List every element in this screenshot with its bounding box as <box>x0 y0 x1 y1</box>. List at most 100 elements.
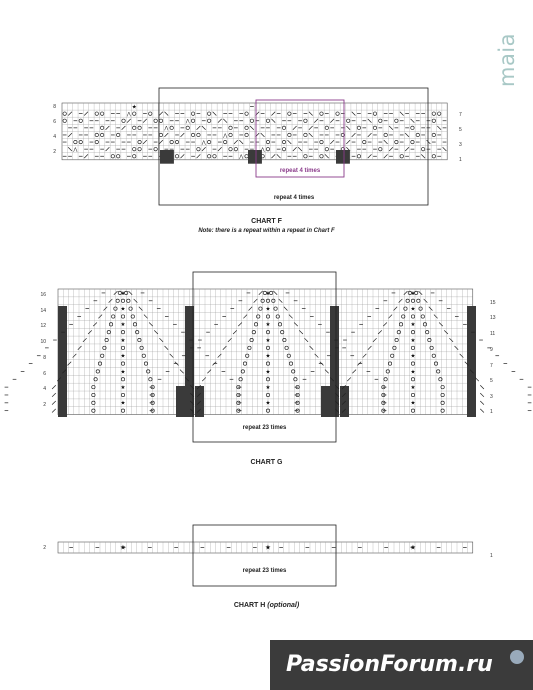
ssk-symbol <box>351 111 356 116</box>
yarn-over-symbol <box>137 139 142 145</box>
yarn-over-symbol <box>410 392 416 398</box>
ssk-symbol <box>249 125 255 130</box>
ssk-symbol <box>164 345 169 350</box>
k2tog-symbol <box>308 125 313 130</box>
ssk-symbol <box>169 353 174 358</box>
yarn-over-symbol <box>94 111 99 116</box>
yarn-over-symbol <box>378 147 383 152</box>
yarn-over-symbol <box>132 147 137 152</box>
k2tog-symbol <box>121 125 126 130</box>
star-symbol: ★ <box>121 291 126 297</box>
yarn-over-symbol <box>228 147 233 152</box>
k2tog-symbol <box>237 322 243 327</box>
yarn-over-symbol <box>174 154 180 159</box>
k2tog-symbol <box>142 118 148 123</box>
yarn-over-symbol <box>62 118 67 123</box>
star-symbol: ★ <box>132 103 137 110</box>
yarn-over-symbol <box>271 298 276 303</box>
ssk-symbol <box>459 353 464 358</box>
chart-h-caption-main: CHART H <box>233 602 266 609</box>
yarn-over-symbol <box>403 306 408 311</box>
star-symbol: ★ <box>266 338 271 344</box>
k2tog-symbol <box>330 139 335 145</box>
yarn-over-symbol <box>120 314 126 319</box>
ssk-symbol <box>283 306 288 311</box>
watermark-dot-icon <box>510 650 524 664</box>
chart-f-row-6: 6 <box>53 119 56 125</box>
chart-f-row-4: 4 <box>53 134 56 140</box>
k2tog-symbol <box>367 154 372 159</box>
yarn-over-symbol <box>228 125 233 130</box>
yarn-over-symbol <box>281 147 287 152</box>
k2tog-symbol <box>212 361 217 366</box>
yarn-over-symbol <box>124 290 129 295</box>
star-symbol: ★ <box>121 385 126 391</box>
dec-symbol: ⋀ <box>185 119 190 125</box>
ssk-symbol <box>454 345 459 350</box>
yarn-over-symbol <box>356 125 361 130</box>
k2tog-symbol <box>341 400 346 405</box>
yarn-over-symbol <box>287 132 292 138</box>
ssk-symbol <box>271 118 276 123</box>
dec-symbol: ⋀ <box>238 154 243 160</box>
star-symbol: ★ <box>411 306 416 312</box>
yarn-over-symbol <box>416 298 421 303</box>
ssk-symbol <box>184 377 190 382</box>
star-symbol: ★ <box>266 354 271 360</box>
chart-g-row-11: 11 <box>490 331 496 337</box>
yarn-over-symbol <box>245 353 250 358</box>
star-symbol: ★ <box>266 401 271 407</box>
ssk-symbol <box>260 132 265 138</box>
yarn-over-symbol <box>185 125 190 130</box>
k2tog-symbol <box>388 147 394 152</box>
chart-g-row-16: 16 <box>40 292 46 298</box>
chart-g-nostitch-0 <box>58 306 67 417</box>
yarn-over-symbol <box>120 330 126 335</box>
yarn-over-symbol <box>275 314 280 319</box>
yarn-over-symbol <box>265 314 271 319</box>
yarn-over-symbol <box>91 408 96 413</box>
yarn-over-symbol <box>116 132 121 138</box>
chart-g-row-1: 1 <box>490 409 493 415</box>
ssk-symbol <box>383 139 388 145</box>
chart-g-row-9: 9 <box>490 347 493 353</box>
yarn-over-symbol <box>407 290 412 295</box>
yarn-over-symbol <box>303 118 308 123</box>
yarn-over-symbol <box>223 139 228 145</box>
yarn-over-symbol <box>258 306 263 311</box>
yarn-over-symbol <box>319 154 324 159</box>
yarn-over-symbol <box>169 125 174 130</box>
chart-g-lines <box>57 288 474 415</box>
chart-f-row-1: 1 <box>459 157 462 163</box>
yarn-over-symbol <box>110 154 115 159</box>
yarn-over-symbol <box>303 132 308 138</box>
yarn-over-symbol <box>381 385 386 390</box>
yarn-over-symbol <box>265 147 271 152</box>
ssk-symbol <box>239 139 244 145</box>
yarn-over-symbol <box>288 361 294 366</box>
yarn-over-symbol <box>410 139 415 145</box>
k2tog-symbol <box>51 385 56 390</box>
chart-g-nostitch-4 <box>321 386 330 417</box>
yarn-over-symbol <box>381 392 386 398</box>
ssk-symbol <box>329 377 335 382</box>
yarn-over-symbol <box>120 408 126 413</box>
ssk-symbol <box>201 125 206 130</box>
chart-f-row-3: 3 <box>459 142 462 148</box>
k2tog-symbol <box>403 290 408 296</box>
k2tog-symbol <box>341 392 346 398</box>
dec-symbol: ⋀ <box>126 112 131 118</box>
yarn-over-symbol <box>247 345 252 350</box>
chart-f-row-7: 7 <box>459 112 462 118</box>
yarn-over-symbol <box>78 139 83 145</box>
k2tog-symbol <box>82 337 87 343</box>
k2tog-symbol <box>196 385 201 390</box>
k2tog-symbol <box>180 154 185 159</box>
yarn-over-symbol <box>427 337 432 343</box>
yarn-over-symbol <box>273 306 278 311</box>
chart-g-row-10: 10 <box>40 339 46 345</box>
ssk-symbol <box>179 369 184 374</box>
yarn-over-symbol <box>415 132 420 138</box>
yarn-over-symbol <box>319 139 324 145</box>
yarn-over-symbol <box>116 154 121 159</box>
